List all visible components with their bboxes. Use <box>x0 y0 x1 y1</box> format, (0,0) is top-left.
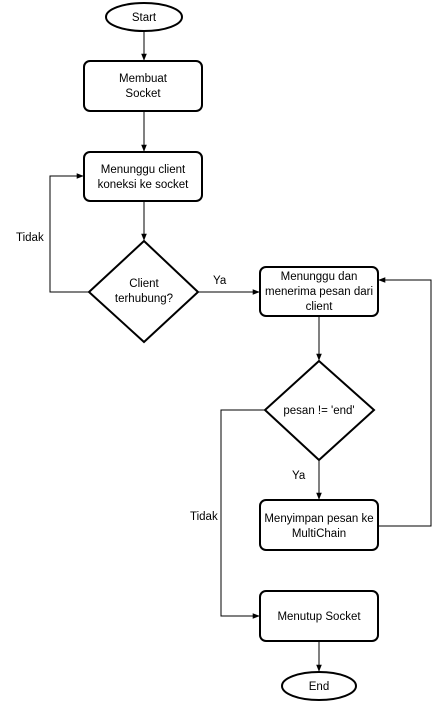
edge-label-ya-2: Ya <box>292 470 306 482</box>
menutup-socket-node: Menutup Socket <box>259 590 379 642</box>
client-terhubung-decision: Client terhubung? <box>87 239 200 344</box>
membuat-socket-node: Membuat Socket <box>83 60 203 112</box>
menunggu-client-line1: Menunggu client <box>101 164 186 176</box>
edge-label-tidak-2: Tidak <box>190 511 218 523</box>
membuat-socket-line2: Socket <box>125 88 161 100</box>
edges <box>49 31 432 672</box>
menunggu-client-node: Menunggu client koneksi ke socket <box>83 151 203 202</box>
membuat-socket-line1: Membuat <box>119 73 168 85</box>
client-terhubung-line1: Client <box>129 278 159 290</box>
menunggu-pesan-node: Menunggu dan menerima pesan dari client <box>259 266 379 317</box>
menyimpan-pesan-line2: MultiChain <box>292 528 346 540</box>
start-node: Start <box>105 2 183 32</box>
menunggu-client-line2: koneksi ke socket <box>98 179 190 191</box>
menyimpan-pesan-line1: Menyimpan pesan ke <box>264 513 373 525</box>
edge-label-tidak-1: Tidak <box>16 232 44 244</box>
pesan-check-decision: pesan != 'end' <box>263 359 376 462</box>
menutup-socket-label: Menutup Socket <box>277 611 361 623</box>
menyimpan-pesan-node: Menyimpan pesan ke MultiChain <box>259 499 379 551</box>
menunggu-pesan-line2: menerima pesan dari <box>265 286 373 298</box>
end-label: End <box>309 681 329 693</box>
edge-label-ya-1: Ya <box>213 275 227 287</box>
menunggu-pesan-line1: Menunggu dan <box>281 271 358 283</box>
end-node: End <box>281 671 357 701</box>
edge-menyimpan-loop-back <box>378 277 432 527</box>
client-terhubung-line2: terhubung? <box>115 293 173 305</box>
start-label: Start <box>132 12 157 24</box>
edge-tidak-loop <box>49 173 89 293</box>
menunggu-pesan-line3: client <box>306 301 334 313</box>
edge-tidak-to-menutup <box>220 409 265 619</box>
pesan-check-label: pesan != 'end' <box>283 405 354 417</box>
